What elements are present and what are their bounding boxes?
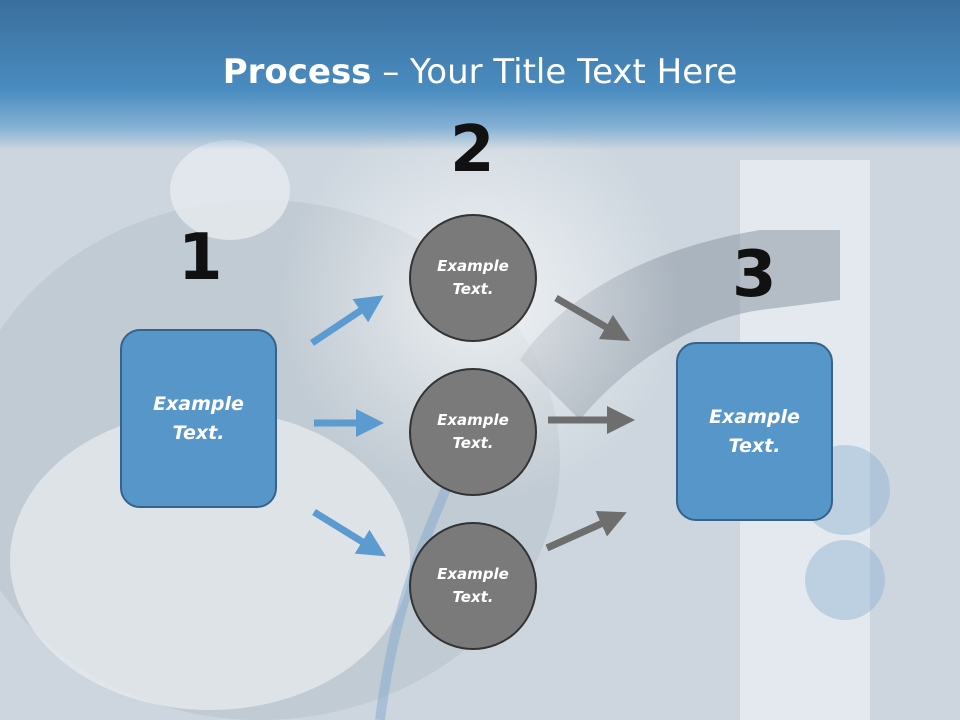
circle-middle-line1: Example [437, 411, 509, 429]
step-3-text-line1: Example [709, 405, 800, 428]
circle-middle-line2: Text. [452, 434, 494, 452]
step-3-box: Example Text. [676, 342, 833, 521]
step-1-text-line2: Text. [172, 421, 225, 444]
slide-title: Process – Your Title Text Here [0, 52, 960, 92]
step-2-circle-top: Example Text. [409, 214, 537, 342]
step-1-text-line1: Example [153, 392, 244, 415]
step-number-2: 2 [450, 113, 495, 187]
step-3-text-line2: Text. [728, 434, 781, 457]
circle-top-line1: Example [437, 257, 509, 275]
step-number-3: 3 [732, 238, 777, 312]
title-rest: – Your Title Text Here [371, 52, 738, 92]
step-number-1: 1 [178, 221, 223, 295]
title-bold: Process [222, 52, 372, 92]
step-1-box: Example Text. [120, 329, 277, 508]
step-2-circle-bottom: Example Text. [409, 522, 537, 650]
step-2-circle-middle: Example Text. [409, 368, 537, 496]
circle-bottom-line1: Example [437, 565, 509, 583]
circle-bottom-line2: Text. [452, 588, 494, 606]
title-band [0, 0, 960, 150]
circle-top-line2: Text. [452, 280, 494, 298]
